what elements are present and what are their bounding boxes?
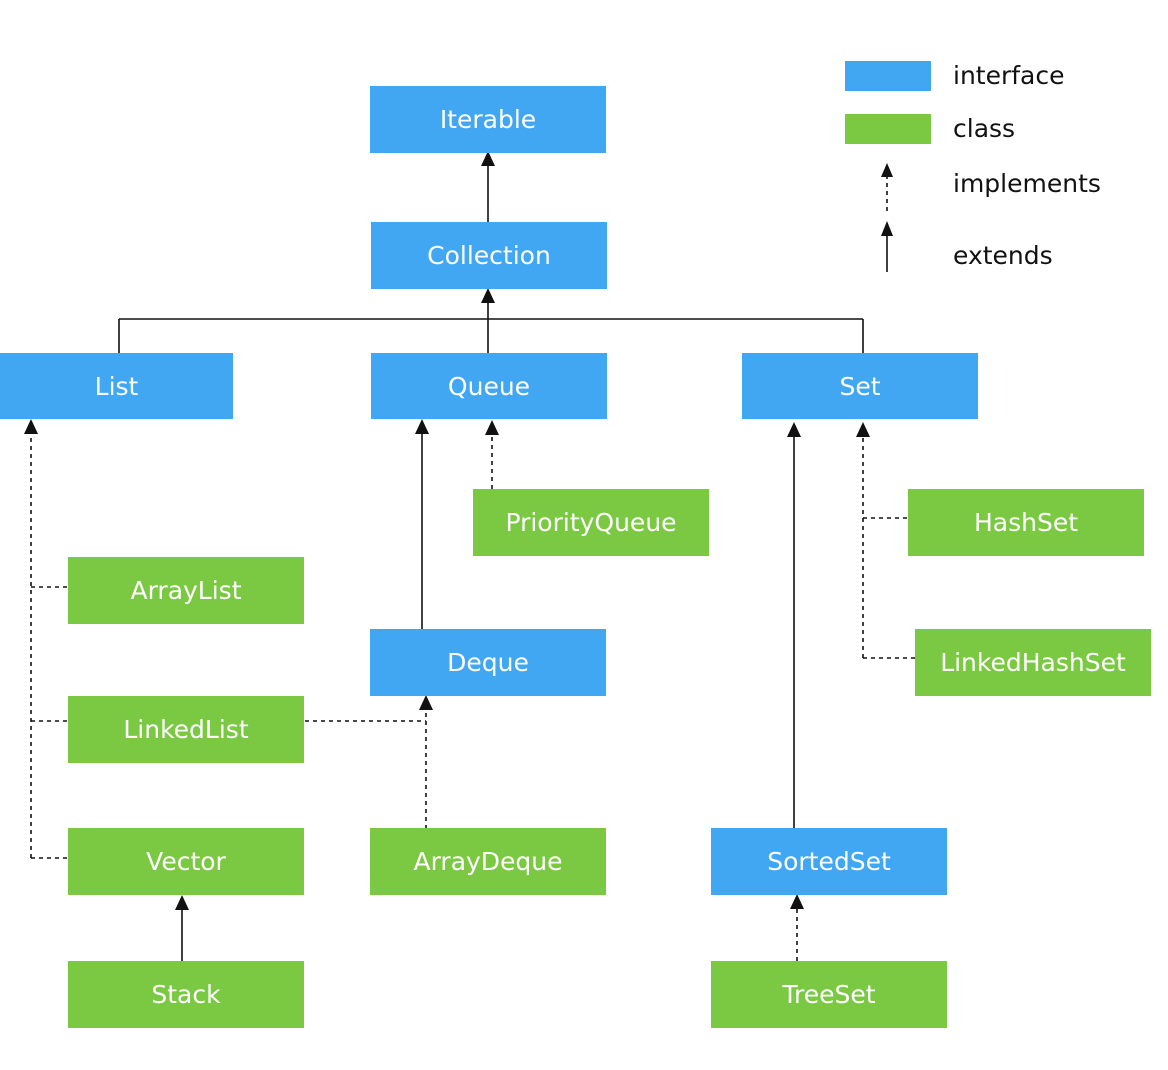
arrowhead-queue-deque <box>415 419 429 434</box>
node-sortedset: SortedSet <box>711 828 947 895</box>
node-hashset: HashSet <box>908 489 1144 556</box>
arrowhead-deque <box>419 695 433 710</box>
arrowhead-queue-priorityqueue <box>485 420 499 435</box>
legend-extends-label: extends <box>953 241 1053 270</box>
legend-extends-arrowhead <box>881 221 893 236</box>
node-deque: Deque <box>370 629 606 696</box>
node-vector: Vector <box>68 828 304 895</box>
legend-class-swatch <box>845 114 931 144</box>
arrowhead-set-implementations <box>856 422 870 437</box>
node-list: List <box>0 353 233 419</box>
legend-class-label: class <box>953 114 1016 143</box>
node-priorityqueue: PriorityQueue <box>473 489 709 556</box>
arrowhead-sortedset <box>790 894 804 909</box>
node-set: Set <box>742 353 978 419</box>
arrowhead-collection <box>481 288 495 303</box>
arrowhead-iterable <box>481 151 495 166</box>
node-arraydeque: ArrayDeque <box>370 828 606 895</box>
legend-implements-arrowhead <box>881 163 893 177</box>
arrowhead-set-sortedset <box>787 422 801 437</box>
node-collection: Collection <box>371 222 607 289</box>
legend-interface-swatch <box>845 61 931 91</box>
legend-arrows <box>881 163 893 272</box>
node-arraylist: ArrayList <box>68 557 304 624</box>
node-treeset: TreeSet <box>711 961 947 1028</box>
arrowhead-list <box>24 419 38 434</box>
node-queue: Queue <box>371 353 607 419</box>
legend-interface-label: interface <box>953 61 1065 90</box>
legend-implements-label: implements <box>953 169 1101 198</box>
node-linkedlist: LinkedList <box>68 696 304 763</box>
arrowhead-vector <box>175 895 189 910</box>
node-linkedhashset: LinkedHashSet <box>915 629 1151 696</box>
node-stack: Stack <box>68 961 304 1028</box>
node-iterable: Iterable <box>370 86 606 153</box>
